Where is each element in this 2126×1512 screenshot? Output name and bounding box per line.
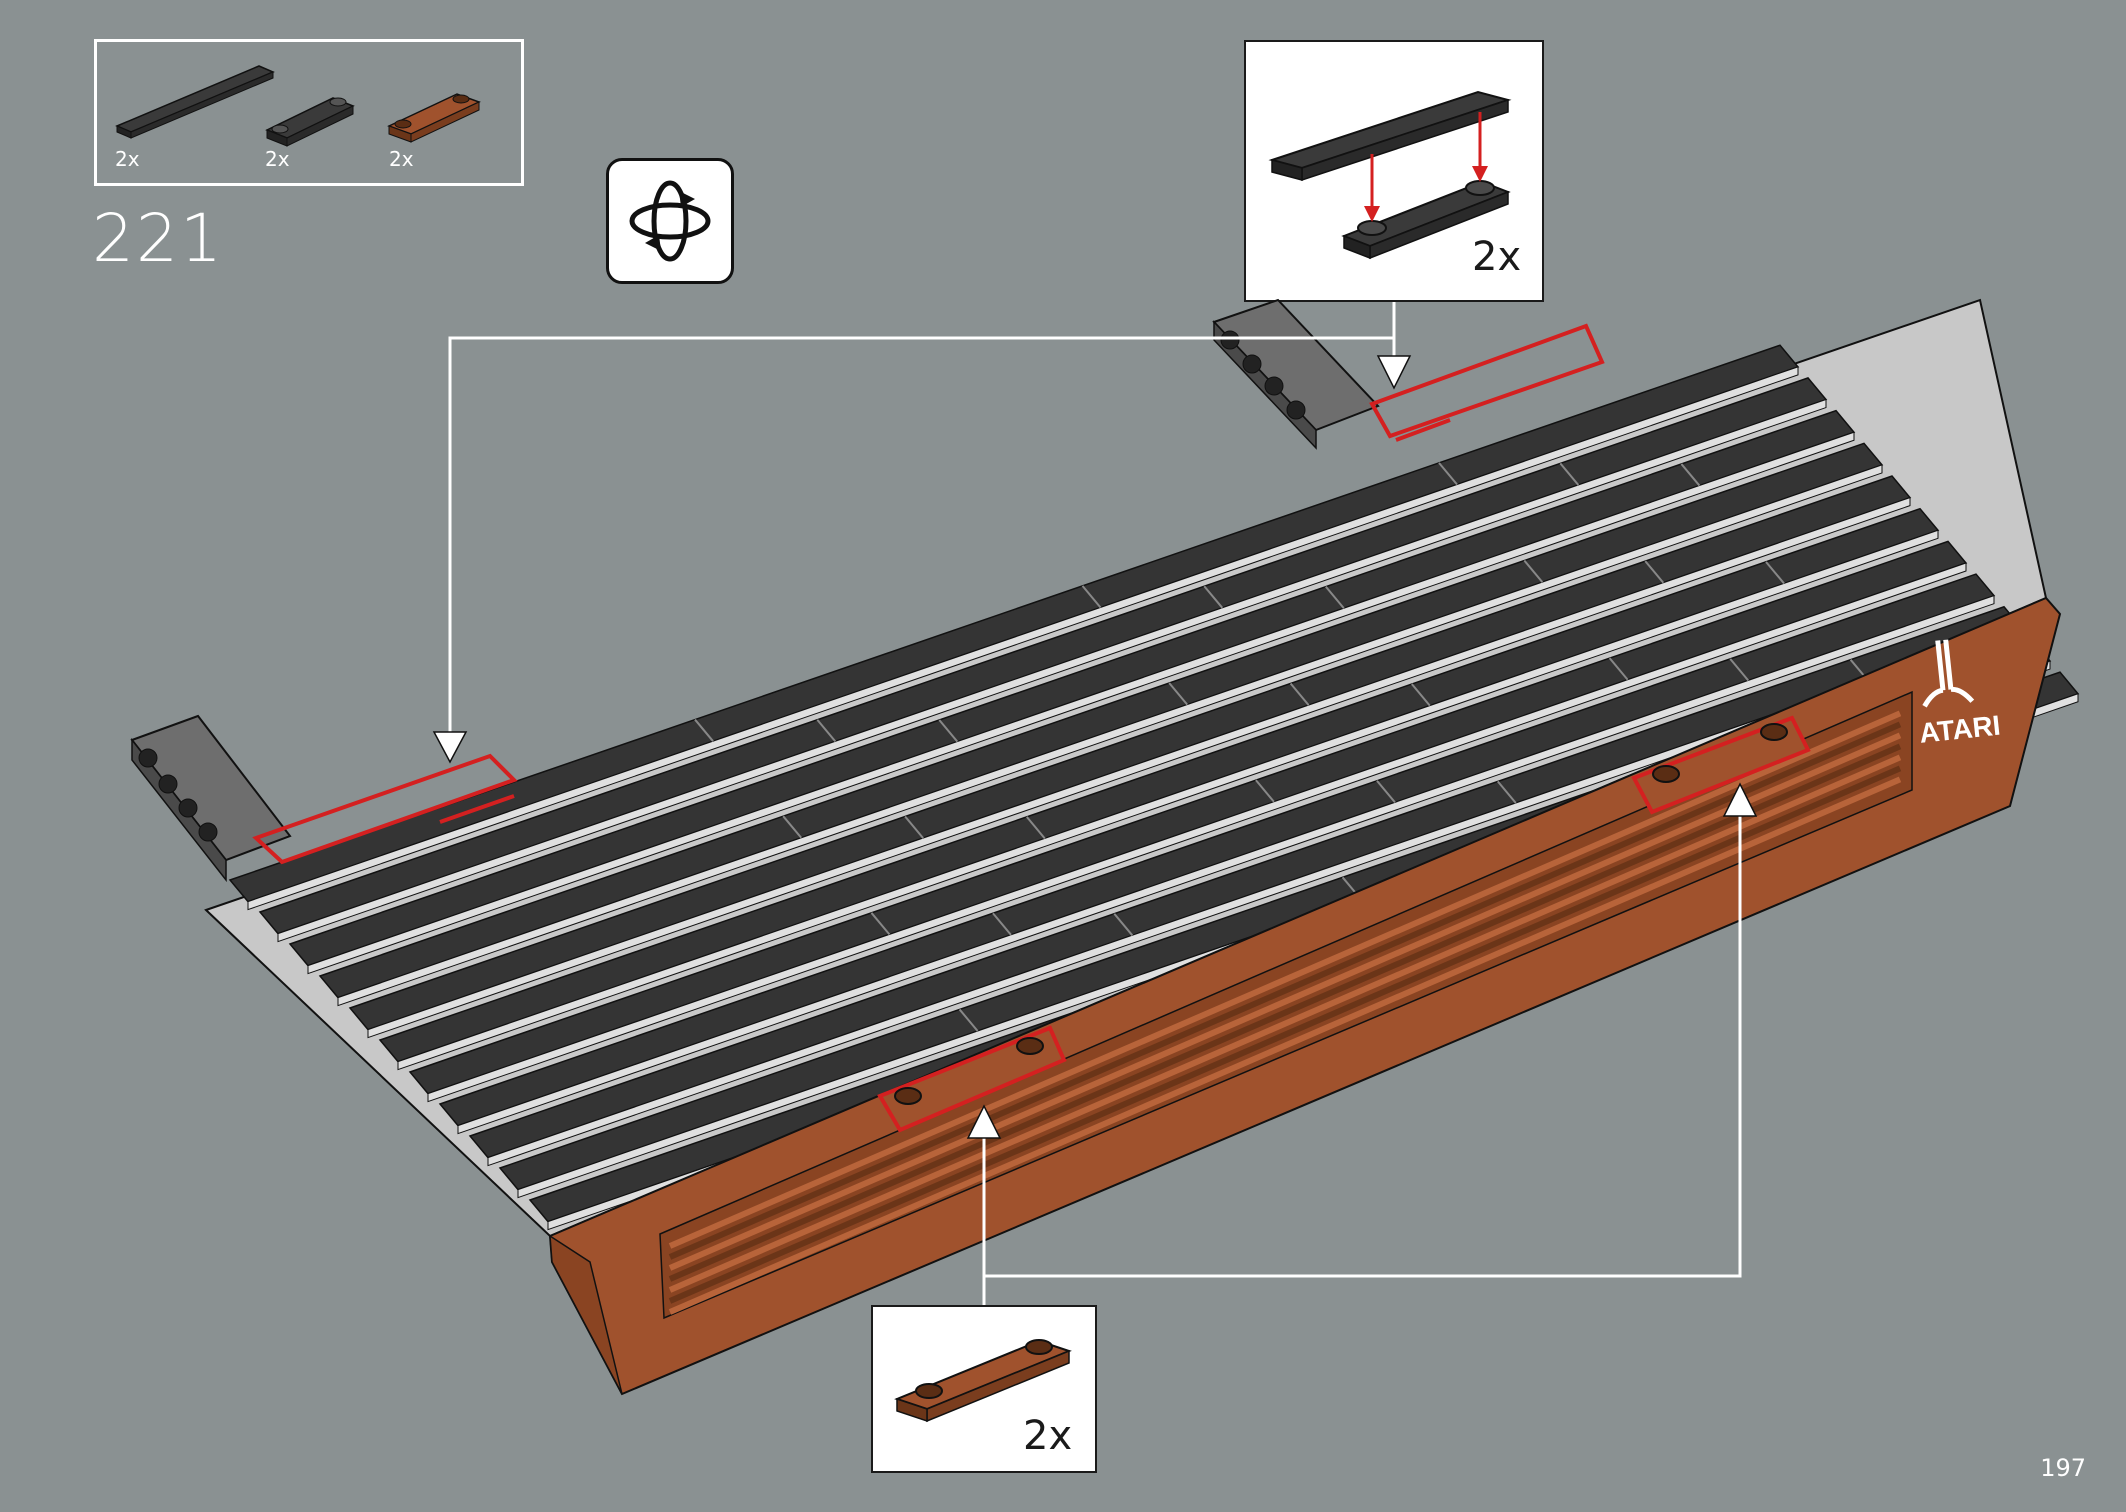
tile-seam <box>904 815 924 839</box>
tile-seam <box>816 719 837 742</box>
tile-row-edge <box>307 431 1855 975</box>
parts-qty-3: 2x <box>389 147 414 171</box>
tile-seam <box>1203 585 1224 609</box>
arrow-up-right <box>1722 782 1758 817</box>
tile-row-edge <box>247 366 1799 911</box>
parts-qty-2: 2x <box>265 147 290 171</box>
tile-seam <box>1559 462 1580 486</box>
tile-row-edge <box>337 464 1883 1007</box>
tile-seam <box>1523 559 1544 583</box>
callout-top-illustration <box>1268 90 1512 260</box>
callout-top-qty: 2x <box>1472 234 1522 280</box>
tile-row-edge <box>457 594 1995 1135</box>
tile-row <box>468 605 2024 1159</box>
parts-qty-1: 2x <box>115 147 140 171</box>
tile-seam <box>1497 780 1517 804</box>
tile-seam <box>1081 585 1102 609</box>
tile-row <box>348 475 1912 1031</box>
tile-seam <box>1814 755 1834 779</box>
wood-strip <box>668 754 1902 1293</box>
tile-row <box>528 671 2080 1223</box>
tile-seam <box>1680 463 1701 487</box>
wood-strips <box>668 710 1902 1315</box>
atari-logo: ATARI <box>1918 639 2002 749</box>
technic-beam-left <box>130 714 292 883</box>
callout-bottom-qty: 2x <box>1023 1413 1073 1459</box>
tile-seam <box>694 718 714 742</box>
step-number: 221 <box>92 200 224 277</box>
tile-seam <box>1694 755 1714 778</box>
tile-row-edge <box>367 496 1911 1039</box>
tile-seam <box>1325 586 1345 609</box>
tile-row-edge <box>547 693 2079 1231</box>
tile-seam <box>1644 560 1665 584</box>
base-plate <box>204 298 2048 1238</box>
tile-row <box>408 540 1968 1095</box>
parts-list-illustration: 2x 2x 2x <box>115 65 481 171</box>
arrow-down-right <box>1376 355 1412 390</box>
tile-row <box>378 507 1940 1063</box>
wood-strip <box>668 710 1902 1249</box>
tile-seam <box>782 815 802 839</box>
arrow-up-left <box>966 1104 1002 1139</box>
tile-seam <box>1729 658 1750 682</box>
page-number: 197 <box>2040 1454 2086 1482</box>
tile-seam <box>1608 657 1629 681</box>
tile-row <box>258 377 1828 935</box>
tile-row-edge <box>487 627 2023 1167</box>
rotate-model-icon <box>629 180 711 262</box>
atari-logo-text: ATARI <box>1918 710 2002 749</box>
tile-seam <box>1168 682 1188 706</box>
part-brown-plate <box>387 93 481 143</box>
part-dark-plate <box>265 97 355 147</box>
tile-seam <box>1462 877 1483 901</box>
leader-lines-bottom <box>982 800 1742 1305</box>
tile-seam <box>1376 780 1396 803</box>
brown-plate-front-left <box>877 1025 1067 1133</box>
tile-seam <box>1341 876 1362 900</box>
wood-front-panel: ATARI <box>548 596 2062 1396</box>
technic-beam-right <box>1212 298 1380 450</box>
tile-row <box>288 409 1856 967</box>
wood-strip <box>668 732 1902 1271</box>
tile-row-edge <box>277 398 1827 943</box>
leader-lines-top <box>448 302 1396 756</box>
tile-rows <box>228 344 2080 1231</box>
parts-list-box: 2x 2x 2x <box>94 39 524 186</box>
part-long-tile <box>115 65 275 139</box>
tile-seam <box>1026 816 1046 840</box>
tile-seam <box>992 912 1012 936</box>
tile-seam <box>1080 1009 1100 1033</box>
tile-seam <box>1255 779 1275 803</box>
tile-seam <box>958 1008 979 1032</box>
callout-bottom-plate: 2x <box>871 1305 1097 1473</box>
tile-row-edge <box>517 660 2051 1199</box>
callout-top-tile-assembly: 2x <box>1244 40 1544 302</box>
tile-row <box>438 573 1996 1127</box>
tile-seam <box>1289 682 1310 706</box>
tile-row <box>228 344 1800 903</box>
tile-row <box>498 638 2052 1191</box>
tile-seam <box>1113 913 1134 936</box>
brown-plate-front-right <box>1631 715 1811 815</box>
tile-seam <box>1849 659 1870 682</box>
tile-seam <box>1411 683 1431 707</box>
tile-seam <box>870 912 891 936</box>
wood-strip <box>668 721 1902 1260</box>
wood-strip <box>668 765 1902 1304</box>
arrow-down-left <box>432 731 468 764</box>
tile-seam <box>1438 462 1458 486</box>
tile-seam <box>1765 561 1785 585</box>
tile-row <box>318 442 1884 999</box>
rotate-model-box <box>606 158 734 284</box>
tile-seam <box>938 719 959 743</box>
highlight-new-tile-left <box>252 753 518 865</box>
highlight-new-tile-right <box>1369 323 1605 442</box>
wood-strip <box>668 776 1902 1315</box>
tile-row-edge <box>427 562 1967 1103</box>
tile-row-edge <box>397 529 1939 1071</box>
wood-strip <box>668 743 1902 1282</box>
